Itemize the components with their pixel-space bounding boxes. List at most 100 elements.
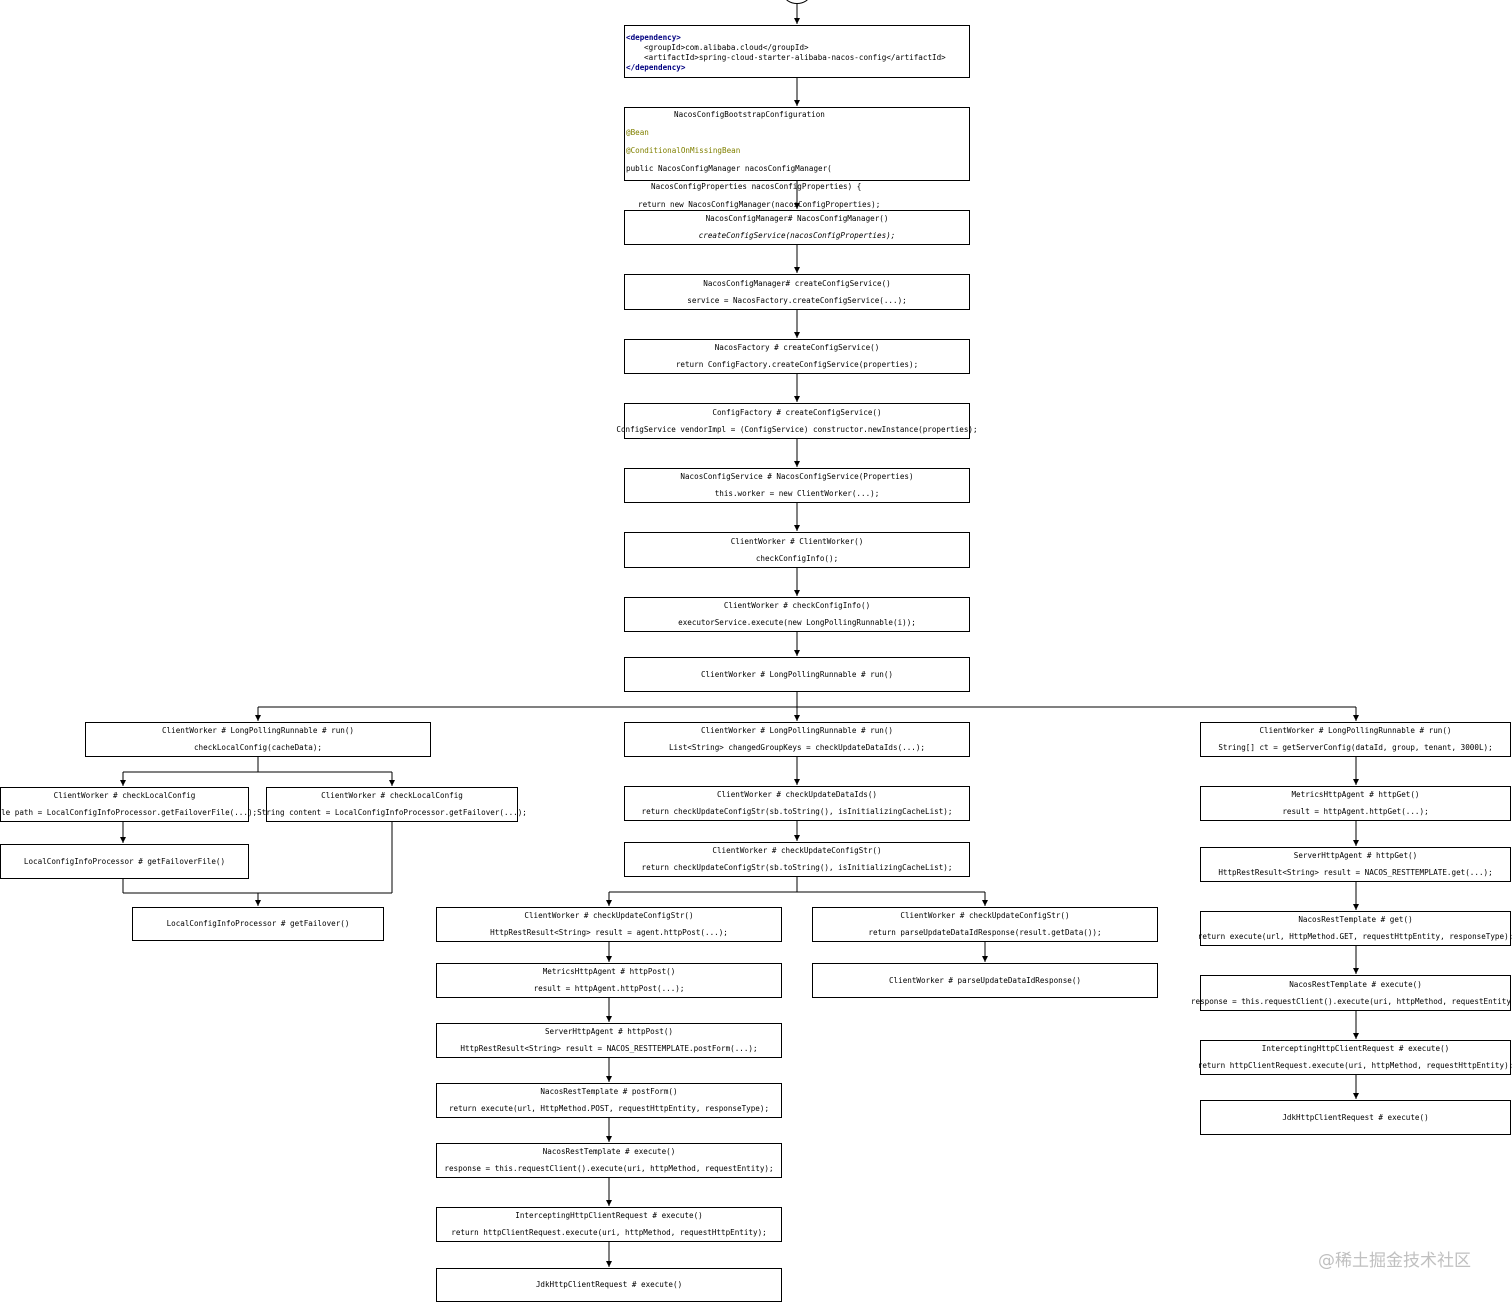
node-title: ClientWorker # ClientWorker() — [730, 536, 864, 546]
node-service-ctor: NacosConfigService # NacosConfigService(… — [624, 468, 970, 503]
node-title: ClientWorker # LongPollingRunnable # run… — [700, 669, 894, 679]
code-line: <dependency> — [626, 33, 681, 42]
node-check-local-a: ClientWorker # checkLocalConfig File pat… — [0, 787, 257, 822]
node-title: ClientWorker # checkUpdateDataIds() — [716, 790, 877, 799]
node-code: return checkUpdateConfigStr(sb.toString(… — [641, 863, 953, 872]
node-mgr-create: NacosConfigManager# createConfigService(… — [624, 274, 970, 310]
node-title: LocalConfigInfoProcessor # getFailover() — [166, 919, 350, 928]
node-title: MetricsHttpAgent # httpGet() — [1291, 790, 1420, 799]
node-title: LocalConfigInfoProcessor # getFailoverFi… — [23, 856, 226, 866]
node-title: InterceptingHttpClientRequest # execute(… — [1261, 1044, 1450, 1053]
node-jdk-execute-left: JdkHttpClientRequest # execute() — [436, 1268, 782, 1302]
node-title: NacosRestTemplate # execute() — [1289, 979, 1422, 989]
node-rest-execute-left: NacosRestTemplate # execute() response =… — [436, 1143, 782, 1178]
code-line: NacosConfigProperties nacosConfigPropert… — [651, 182, 862, 191]
node-title: NacosConfigManager# NacosConfigManager() — [705, 214, 889, 223]
code-line: <artifactId>spring-cloud-starter-alibaba… — [644, 53, 946, 62]
node-run-update: ClientWorker # LongPollingRunnable # run… — [624, 722, 970, 757]
node-run-server: ClientWorker # LongPollingRunnable # run… — [1200, 722, 1511, 757]
node-code: checkLocalConfig(cacheData); — [193, 743, 322, 752]
node-title: NacosRestTemplate # execute() — [542, 1147, 676, 1156]
node-title: ClientWorker # checkLocalConfig — [321, 791, 463, 800]
node-title: ClientWorker # checkUpdateConfigStr() — [900, 911, 1070, 920]
node-title: ServerHttpAgent # httpGet() — [1293, 851, 1418, 860]
node-mgr-ctor: NacosConfigManager# NacosConfigManager()… — [624, 210, 970, 245]
node-code: String content = LocalConfigInfoProcesso… — [257, 808, 527, 817]
node-code: File path = LocalConfigInfoProcessor.get… — [0, 808, 258, 817]
code-line: <groupId>com.alibaba.cloud</groupId> — [644, 43, 809, 52]
node-code: HttpRestResult<String> result = agent.ht… — [490, 928, 728, 937]
node-update-http-post: ClientWorker # checkUpdateConfigStr() Ht… — [436, 907, 782, 942]
node-clientworker-ctor: ClientWorker # ClientWorker() checkConfi… — [624, 532, 970, 568]
node-code: HttpRestResult<String> result = NACOS_RE… — [460, 1044, 758, 1053]
node-code: service = NacosFactory.createConfigServi… — [687, 295, 907, 305]
node-title: JdkHttpClientRequest # execute() — [535, 1280, 683, 1289]
node-title: NacosRestTemplate # postForm() — [540, 1087, 678, 1096]
node-check-update-config-str: ClientWorker # checkUpdateConfigStr() re… — [624, 842, 970, 877]
node-code: HttpRestResult<String> result = NACOS_RE… — [1218, 868, 1493, 877]
node-code: result = httpAgent.httpPost(...); — [533, 984, 685, 993]
node-code: createConfigService(nacosConfigPropertie… — [698, 231, 896, 240]
node-code: return execute(url, HttpMethod.GET, requ… — [1197, 932, 1512, 941]
node-title: ConfigFactory # createConfigService() — [712, 407, 882, 417]
node-update-parse: ClientWorker # checkUpdateConfigStr() re… — [812, 907, 1158, 942]
node-title: InterceptingHttpClientRequest # execute(… — [515, 1211, 703, 1220]
node-rest-get: NacosRestTemplate # get() return execute… — [1197, 911, 1512, 946]
node-code: return httpClientRequest.execute(uri, ht… — [1197, 1061, 1512, 1070]
node-title: ClientWorker # LongPollingRunnable # run… — [161, 726, 355, 735]
node-title: NacosConfigBootstrapConfiguration — [674, 110, 825, 119]
node-server-http-get: ServerHttpAgent # httpGet() HttpRestResu… — [1200, 847, 1511, 882]
node-code: this.worker = new ClientWorker(...); — [714, 489, 880, 498]
node-check-local-b: ClientWorker # checkLocalConfig String c… — [257, 787, 527, 822]
node-code: return execute(url, HttpMethod.POST, req… — [448, 1104, 770, 1113]
node-code: return ConfigFactory.createConfigService… — [675, 360, 919, 369]
node-code: List<String> changedGroupKeys = checkUpd… — [668, 743, 926, 752]
node-title: JdkHttpClientRequest # execute() — [1282, 1112, 1429, 1122]
node-title: ClientWorker # LongPollingRunnable # run… — [700, 726, 894, 735]
node-title: ClientWorker # checkUpdateConfigStr() — [524, 911, 694, 920]
node-title: NacosConfigManager# createConfigService(… — [703, 278, 891, 288]
node-metrics-http-get: MetricsHttpAgent # httpGet() result = ht… — [1200, 786, 1511, 821]
node-parse-response: ClientWorker # parseUpdateDataIdResponse… — [812, 963, 1158, 998]
node-code: checkConfigInfo(); — [755, 553, 839, 563]
node-check-update-data-ids: ClientWorker # checkUpdateDataIds() retu… — [624, 786, 970, 821]
node-title: ClientWorker # checkUpdateConfigStr() — [712, 846, 882, 855]
code-line: @Bean — [626, 128, 649, 137]
node-bootstrap-configuration: NacosConfigBootstrapConfiguration @Bean … — [624, 107, 970, 227]
node-title: NacosConfigService # NacosConfigService(… — [680, 472, 914, 481]
node-rest-execute-right: NacosRestTemplate # execute() response =… — [1191, 975, 1512, 1011]
node-metrics-http-post: MetricsHttpAgent # httpPost() result = h… — [436, 963, 782, 998]
node-title: ServerHttpAgent # httpPost() — [544, 1027, 673, 1036]
node-server-http-post: ServerHttpAgent # httpPost() HttpRestRes… — [436, 1023, 782, 1058]
node-run-local: ClientWorker # LongPollingRunnable # run… — [85, 722, 431, 757]
node-title: MetricsHttpAgent # httpPost() — [542, 967, 676, 976]
node-dependency: <dependency> <groupId>com.alibaba.cloud<… — [624, 25, 970, 78]
node-code: return checkUpdateConfigStr(sb.toString(… — [641, 807, 953, 816]
node-factory-create: NacosFactory # createConfigService() ret… — [624, 339, 970, 374]
node-intercepting-execute-left: InterceptingHttpClientRequest # execute(… — [436, 1207, 782, 1242]
node-check-config-info: ClientWorker # checkConfigInfo() executo… — [624, 597, 970, 632]
code-line: return new NacosConfigManager(nacosConfi… — [638, 200, 881, 209]
node-code: ConfigService vendorImpl = (ConfigServic… — [616, 424, 978, 434]
code-line: @ConditionalOnMissingBean — [626, 146, 741, 155]
code-line: public NacosConfigManager nacosConfigMan… — [626, 164, 832, 173]
node-code: String[] ct = getServerConfig(dataId, gr… — [1218, 743, 1493, 752]
node-code: response = this.requestClient().execute(… — [1190, 996, 1512, 1006]
code-line: </dependency> — [626, 63, 686, 72]
node-title: NacosRestTemplate # get() — [1298, 915, 1413, 924]
node-intercepting-execute-right: InterceptingHttpClientRequest # execute(… — [1197, 1040, 1512, 1075]
node-code: executorService.execute(new LongPollingR… — [678, 618, 916, 627]
node-code: response = this.requestClient().execute(… — [444, 1164, 774, 1173]
node-title: ClientWorker # checkLocalConfig — [53, 791, 196, 800]
node-jdk-execute-right: JdkHttpClientRequest # execute() — [1200, 1100, 1511, 1135]
node-code: return parseUpdateDataIdResponse(result.… — [868, 928, 1102, 937]
node-title: ClientWorker # LongPollingRunnable # run… — [1259, 726, 1452, 735]
node-rest-post-form: NacosRestTemplate # postForm() return ex… — [436, 1083, 782, 1118]
node-title: ClientWorker # parseUpdateDataIdResponse… — [888, 975, 1082, 985]
node-configfactory-create: ConfigFactory # createConfigService() Co… — [616, 403, 978, 439]
node-get-failover: LocalConfigInfoProcessor # getFailover() — [132, 907, 384, 941]
node-long-polling-run: ClientWorker # LongPollingRunnable # run… — [624, 657, 970, 692]
node-code: result = httpAgent.httpGet(...); — [1282, 807, 1429, 816]
node-get-failover-file: LocalConfigInfoProcessor # getFailoverFi… — [0, 844, 249, 879]
